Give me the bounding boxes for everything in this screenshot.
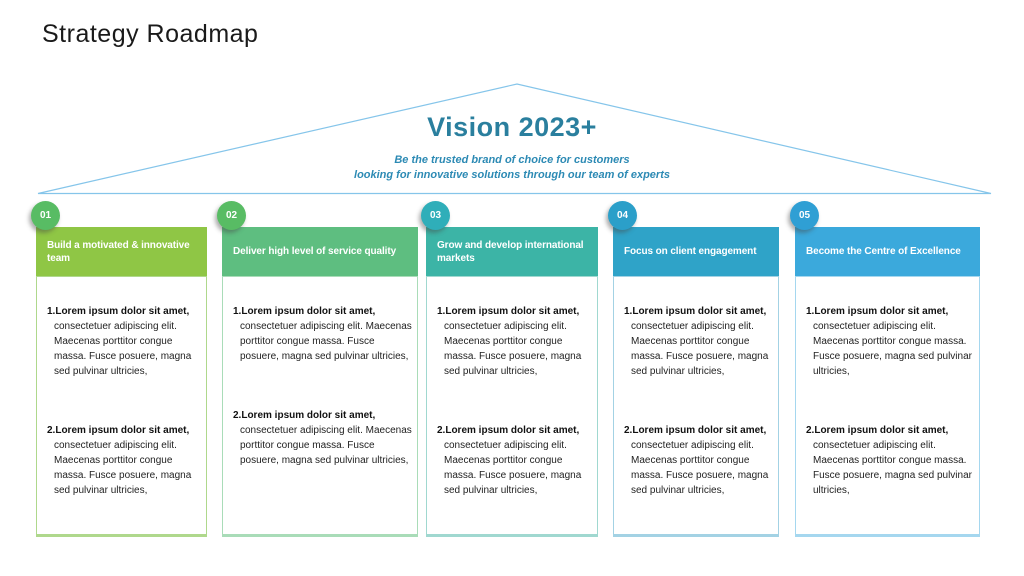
item-text: consectetuer adipiscing elit. Maecenas p…: [54, 321, 192, 377]
vision-subtitle-line-2: looking for innovative solutions through…: [354, 168, 670, 181]
lorem-item-1: 1.Lorem ipsum dolor sit amet, consectetu…: [624, 304, 773, 379]
lorem-item-2: 2.Lorem ipsum dolor sit amet, consectetu…: [624, 423, 773, 498]
item-lead: 2.Lorem ipsum dolor sit amet,: [47, 425, 190, 436]
item-lead: 2.Lorem ipsum dolor sit amet,: [806, 425, 949, 436]
item-text: consectetuer adipiscing elit. Maecenas p…: [631, 321, 769, 377]
item-text: consectetuer adipiscing elit. Maecenas p…: [813, 440, 972, 496]
roadmap-column-02: 02 Deliver high level of service quality…: [217, 201, 418, 537]
lorem-item-1: 1.Lorem ipsum dolor sit amet, consectetu…: [806, 304, 974, 379]
item-lead: 2.Lorem ipsum dolor sit amet,: [437, 425, 580, 436]
lorem-item-2: 2.Lorem ipsum dolor sit amet, consectetu…: [437, 423, 592, 498]
vision-title: Vision 2023+: [427, 112, 597, 142]
roadmap-column-05: 05 Become the Centre of Excellence 1.Lor…: [790, 201, 980, 537]
item-lead: 1.Lorem ipsum dolor sit amet,: [47, 306, 190, 317]
roadmap-column-04: 04 Focus on client engagement 1.Lorem ip…: [608, 201, 779, 537]
column-header-label: Focus on client engagement: [624, 246, 757, 257]
roadmap-column-01: 01 Build a motivated & innovative team 1…: [31, 201, 207, 537]
lorem-item-1: 1.Lorem ipsum dolor sit amet, consectetu…: [233, 304, 412, 364]
item-lead: 2.Lorem ipsum dolor sit amet,: [233, 410, 376, 421]
column-header-label: Build a motivated & innovative team: [47, 239, 190, 264]
item-text: consectetuer adipiscing elit. Maecenas p…: [444, 321, 582, 377]
lorem-item-2: 2.Lorem ipsum dolor sit amet, consectetu…: [233, 408, 412, 468]
column-header: 02 Deliver high level of service quality: [217, 201, 418, 276]
column-header: 01 Build a motivated & innovative team: [31, 201, 207, 276]
column-body: 1.Lorem ipsum dolor sit amet, consectetu…: [795, 276, 980, 537]
item-lead: 1.Lorem ipsum dolor sit amet,: [233, 306, 376, 317]
step-number-badge: 01: [31, 201, 60, 230]
roadmap-column-03: 03 Grow and develop international market…: [421, 201, 598, 537]
item-text: consectetuer adipiscing elit. Maecenas p…: [444, 440, 582, 496]
column-header: 04 Focus on client engagement: [608, 201, 779, 276]
vision-block: Vision 2023+ Be the trusted brand of cho…: [0, 112, 1024, 182]
step-number-badge: 05: [790, 201, 819, 230]
column-body: 1.Lorem ipsum dolor sit amet, consectetu…: [222, 276, 418, 537]
page-title: Strategy Roadmap: [42, 20, 259, 48]
column-header: 03 Grow and develop international market…: [421, 201, 598, 276]
item-text: consectetuer adipiscing elit. Maecenas p…: [54, 440, 192, 496]
vision-subtitle: Be the trusted brand of choice for custo…: [0, 153, 1024, 182]
lorem-item-2: 2.Lorem ipsum dolor sit amet, consectetu…: [806, 423, 974, 498]
column-header-label: Become the Centre of Excellence: [806, 246, 961, 257]
vision-subtitle-line-1: Be the trusted brand of choice for custo…: [394, 154, 630, 166]
item-text: consectetuer adipiscing elit. Maecenas p…: [813, 321, 972, 377]
lorem-item-1: 1.Lorem ipsum dolor sit amet, consectetu…: [437, 304, 592, 379]
column-body: 1.Lorem ipsum dolor sit amet, consectetu…: [613, 276, 779, 537]
lorem-item-2: 2.Lorem ipsum dolor sit amet, consectetu…: [47, 423, 201, 498]
item-text: consectetuer adipiscing elit. Maecenas p…: [240, 321, 412, 362]
item-lead: 2.Lorem ipsum dolor sit amet,: [624, 425, 767, 436]
item-text: consectetuer adipiscing elit. Maecenas p…: [631, 440, 769, 496]
item-lead: 1.Lorem ipsum dolor sit amet,: [624, 306, 767, 317]
item-text: consectetuer adipiscing elit. Maecenas p…: [240, 425, 412, 466]
column-body: 1.Lorem ipsum dolor sit amet, consectetu…: [426, 276, 598, 537]
item-lead: 1.Lorem ipsum dolor sit amet,: [806, 306, 949, 317]
column-header-label: Deliver high level of service quality: [233, 246, 397, 257]
step-number-badge: 02: [217, 201, 246, 230]
column-header-label: Grow and develop international markets: [437, 239, 584, 264]
step-number-badge: 03: [421, 201, 450, 230]
column-body: 1.Lorem ipsum dolor sit amet, consectetu…: [36, 276, 207, 537]
item-lead: 1.Lorem ipsum dolor sit amet,: [437, 306, 580, 317]
step-number-badge: 04: [608, 201, 637, 230]
lorem-item-1: 1.Lorem ipsum dolor sit amet, consectetu…: [47, 304, 201, 379]
column-header: 05 Become the Centre of Excellence: [790, 201, 980, 276]
